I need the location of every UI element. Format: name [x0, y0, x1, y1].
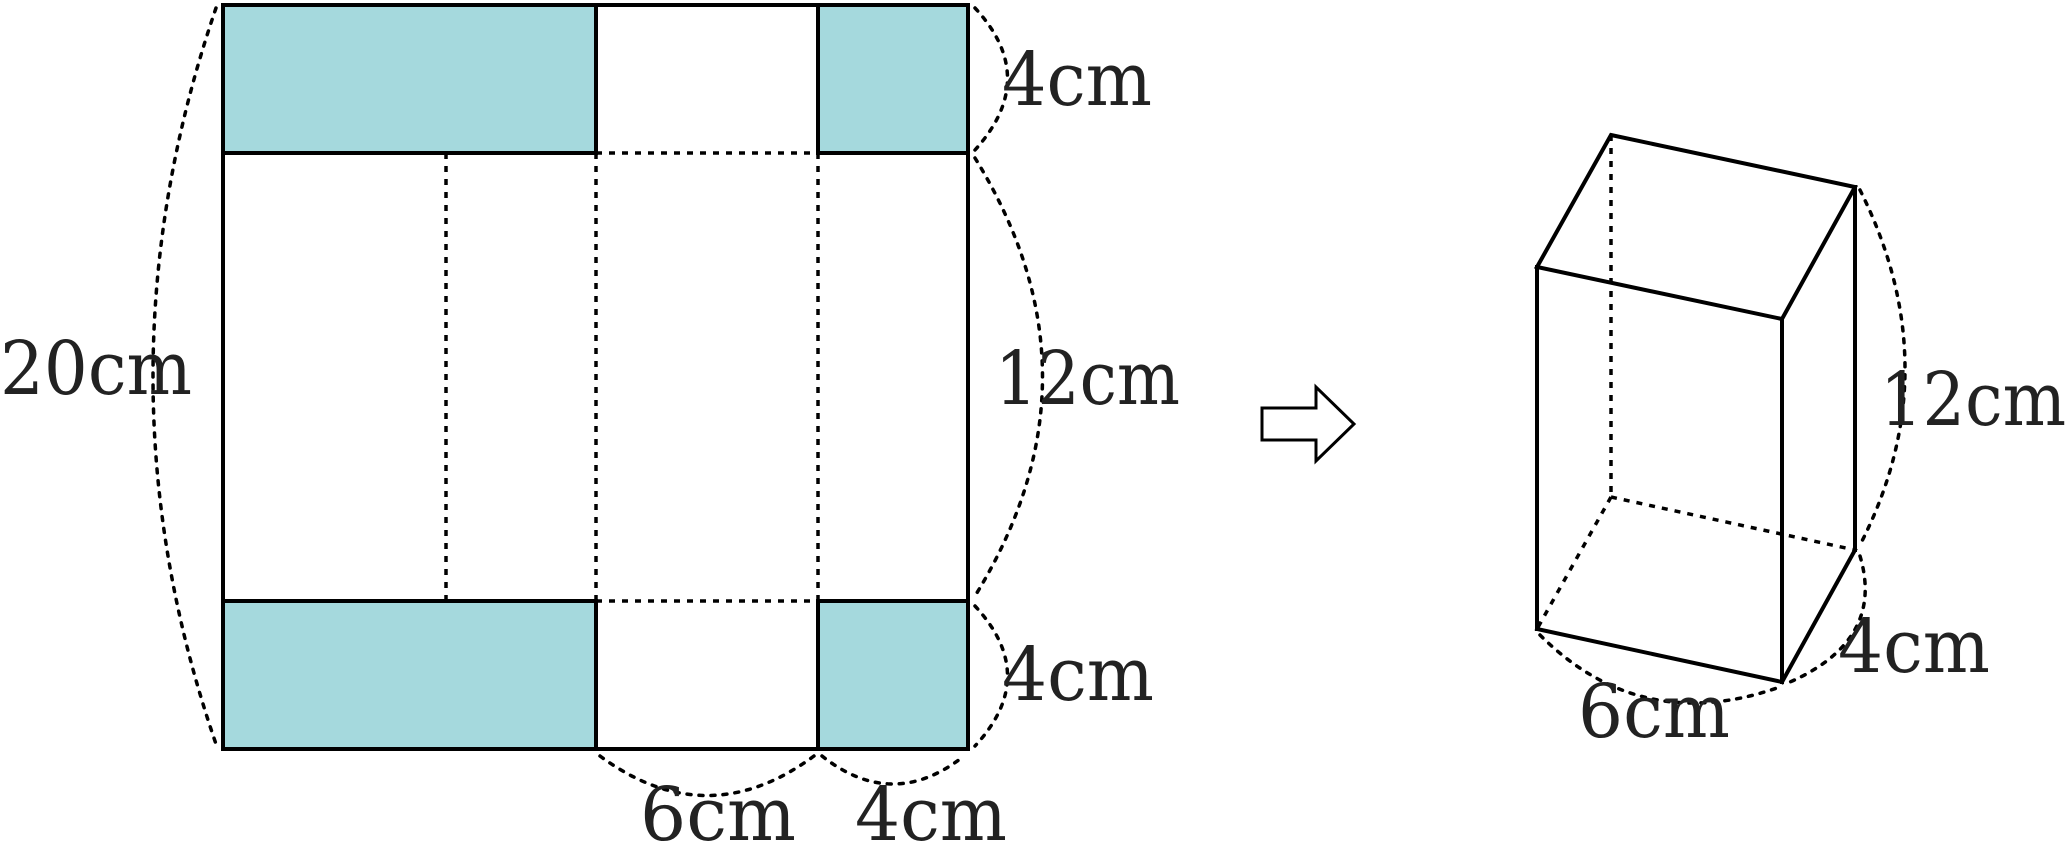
- dim-arc-bottom-depth: [820, 754, 966, 786]
- label-box-depth: 4cm: [1838, 604, 1990, 690]
- dim-arc-bottom-height: [973, 604, 1010, 748]
- rectangular-box: 12cm 4cm 6cm: [1533, 132, 2066, 755]
- dim-arc-middle-height: [973, 156, 1045, 598]
- dim-arc-box-height: [1858, 188, 1907, 547]
- flap-bottom-right: [818, 601, 968, 749]
- label-box-width: 6cm: [1578, 669, 1730, 755]
- label-total-height: 20cm: [0, 326, 192, 412]
- right-arrow-icon: [1260, 383, 1357, 465]
- label-box-height: 12cm: [1880, 357, 2066, 443]
- label-bottom-width: 6cm: [640, 772, 796, 845]
- box-edge-bottom-right: [1779, 547, 1858, 685]
- box-top-face: [1533, 132, 1859, 322]
- box-net: 20cm 4cm 12cm 4cm 6cm 4cm: [0, 3, 1180, 845]
- dim-arc-total-height: [151, 6, 218, 746]
- flap-bottom-left: [223, 601, 596, 749]
- box-hidden-left: [1535, 496, 1613, 630]
- label-bottom-height: 4cm: [1002, 632, 1154, 718]
- label-bottom-depth: 4cm: [855, 772, 1007, 845]
- flap-top-right: [818, 5, 968, 153]
- label-top-height: 4cm: [1002, 37, 1152, 123]
- box-hidden-back: [1610, 495, 1856, 552]
- dim-arc-box-width: [1538, 633, 1779, 705]
- flap-top-left: [223, 5, 596, 153]
- dim-arc-box-depth: [1788, 554, 1867, 684]
- box-edge-bottom-front: [1534, 626, 1785, 685]
- label-middle-height: 12cm: [995, 336, 1180, 422]
